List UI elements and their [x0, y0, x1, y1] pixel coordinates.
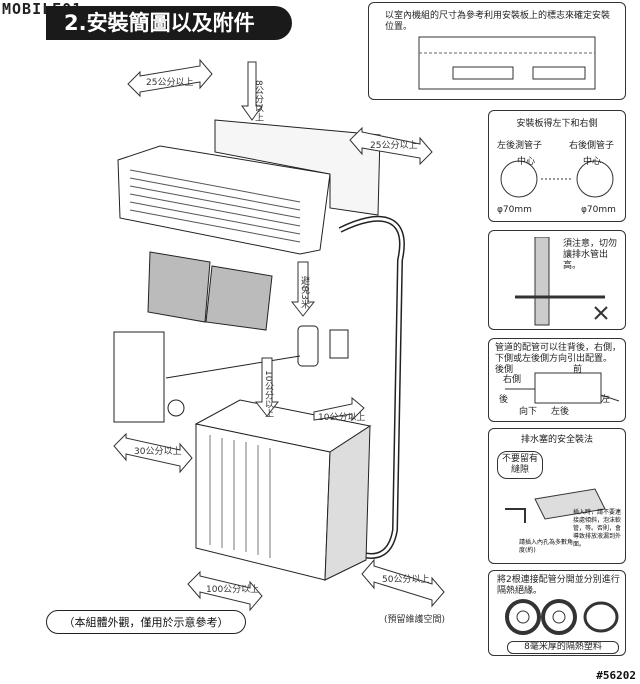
panel-drain-warning: 須注意，切勿讓排水管出高。 — [488, 230, 626, 330]
indoor-unit — [117, 119, 381, 255]
panel3-label-right: 右側 — [503, 375, 522, 385]
panel-mounting-holes: 安裝板得左下和右側 左後測管子 右後側管子 中心 中心 φ70mm φ70mm — [488, 110, 626, 222]
page-title: 2.安裝簡圖以及附件 — [46, 6, 292, 40]
panel3-label-rear: 後 — [499, 395, 509, 405]
drain-plug-diagram — [505, 488, 606, 523]
panel1-left-label: 左後測管子 — [497, 141, 543, 151]
clearance-outdoor-right-label: 10公分以上 — [318, 412, 365, 423]
pipe-hole-diagram — [500, 160, 614, 198]
panel5-title: 將2根連接配管分開並分別進行隔熱絕緣。 — [497, 575, 620, 596]
panel4-note2: 請插入內孔為多數角度(約) — [519, 539, 574, 554]
wiring-panel — [113, 331, 165, 423]
installation-diagram: 25公分以上 8公分以上 25公分以上 避免3米 10公分以上 10公分以上 3… — [113, 58, 445, 625]
panel3-label-front: 前 — [573, 365, 583, 375]
insulation-diagram — [505, 599, 619, 635]
panel1-dim-right: φ70mm — [581, 205, 616, 215]
maintenance-space-label: (預留維護空間) — [384, 613, 445, 625]
illustration-disclaimer: （本組體外觀，僅用於示意參考） — [46, 610, 246, 634]
drain-warning-diagram — [515, 237, 608, 326]
panel3-label-back: 後側 — [495, 365, 514, 375]
panel1-mid-right: 中心 — [583, 157, 602, 167]
clearance-outdoor-front-label: 50公分以上 — [382, 574, 429, 585]
clearance-filter-label: 避免3米 — [299, 275, 310, 310]
panel4-bubble: 不要留有縫隙 — [497, 451, 543, 479]
pipe-direction-diagram — [505, 372, 620, 404]
clearance-arrows — [113, 58, 445, 612]
panel4-title: 排水塞的安全裝法 — [520, 435, 593, 445]
clearance-top-label: 8公分以上 — [253, 80, 264, 122]
clearance-right-label: 25公分以上 — [370, 140, 417, 151]
panel-pipe-directions: 管道的配管可以往背後，右側，下側或左後側方向引出配置。 後側 右側 前 後 左 … — [488, 338, 626, 422]
panel3-text: 管道的配管可以往背後，右側，下側或左後側方向引出配置。 — [495, 343, 622, 364]
clearance-outdoor-bottom-label: 100公分以上 — [206, 584, 259, 595]
panel3-label-down: 向下 — [519, 407, 538, 417]
remote-holder — [329, 329, 349, 359]
watermark: #56202 — [596, 669, 636, 682]
remote-control — [297, 325, 319, 367]
mounting-plate-note: 以室內機組的尺寸為參考利用安裝板上的標志來確定安裝位置。 — [368, 2, 626, 100]
panel1-right-label: 右後側管子 — [569, 141, 615, 151]
panel4-note1: 插入時，請不要連接處傾斜，泡沫軟管，等。否則，會導致排放液漏到外面。 — [573, 509, 622, 548]
panel2-text: 須注意，切勿讓排水管出高。 — [563, 239, 618, 271]
clearance-outdoor-left-label: 30公分以上 — [134, 446, 181, 457]
panel-insulation: 將2根連接配管分開並分別進行隔熱絕緣。 8毫米厚的隔熱塑料 — [488, 570, 626, 656]
panel1-title: 安裝板得左下和右側 — [516, 119, 598, 129]
clearance-remote-label: 10公分以上 — [263, 370, 274, 417]
panel-drain-plug: 排水塞的安全裝法 不要留有縫隙 插入時，請不要連接處傾斜，泡沫軟管，等。否則，會… — [488, 428, 626, 564]
panel3-label-leftback: 左後 — [551, 407, 570, 417]
panel5-caption: 8毫米厚的隔熱塑料 — [507, 641, 619, 654]
mounting-plate-diagram — [418, 36, 596, 90]
panel1-dim-left: φ70mm — [497, 205, 532, 215]
air-filters — [147, 251, 273, 331]
panel3-label-left: 左 — [601, 395, 611, 405]
outdoor-unit — [194, 399, 372, 581]
clearance-left-label: 25公分以上 — [146, 77, 193, 88]
mounting-plate-text: 以室內機組的尺寸為參考利用安裝板上的標志來確定安裝位置。 — [385, 11, 611, 32]
panel1-mid-left: 中心 — [517, 157, 536, 167]
